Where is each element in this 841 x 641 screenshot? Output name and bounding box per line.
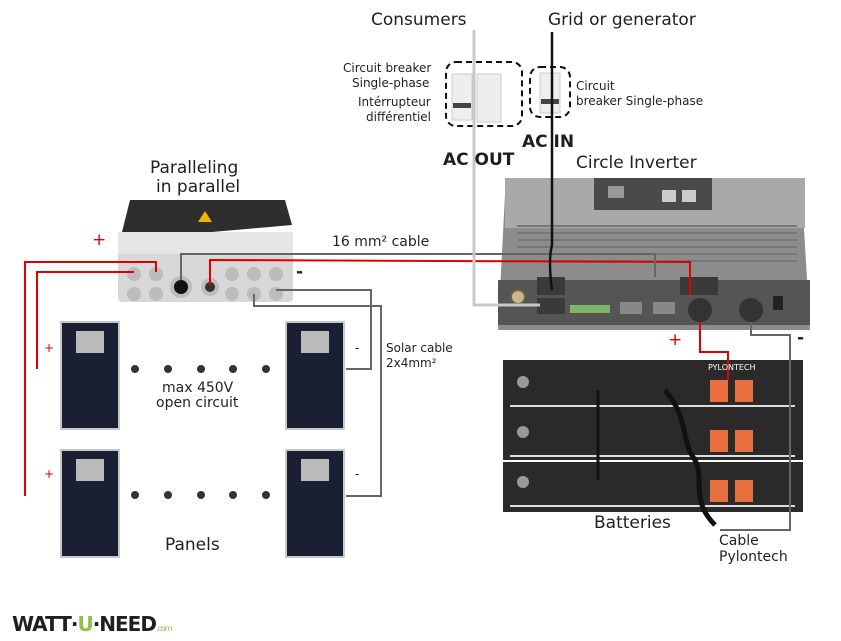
battery-plus: + — [668, 330, 683, 350]
panel-minus-2: - — [355, 467, 360, 481]
pylon-label-2: Pylontech — [719, 549, 788, 565]
panel-plus-2: + — [44, 467, 55, 481]
breaker-in-label-1: Circuit — [576, 79, 615, 93]
plus-sign: + — [92, 230, 107, 250]
breakers — [445, 61, 571, 127]
junction-box — [118, 200, 293, 302]
inverter-label: Circle Inverter — [576, 153, 697, 173]
panel-plus-1: + — [44, 341, 55, 355]
logo-part2: U — [77, 612, 93, 636]
batteries-label: Batteries — [594, 513, 671, 533]
battery-minus: - — [797, 328, 805, 348]
ac-in-label: AC IN — [522, 132, 575, 152]
cable16-label: 16 mm² cable — [332, 234, 430, 250]
logo-part3: ·NEED — [92, 612, 157, 636]
max-v-label-2: open circuit — [156, 395, 239, 411]
solar-cable-label-1: Solar cable — [386, 341, 453, 355]
logo: WATT·U·NEED.com — [12, 612, 173, 636]
battery-brand: PYLONTECH — [708, 363, 756, 372]
panels-label: Panels — [165, 535, 220, 555]
logo-suffix: .com — [155, 624, 173, 633]
max-v-label-1: max 450V — [162, 380, 234, 396]
solar-cable-label-2: 2x4mm² — [386, 356, 437, 370]
solar-panels — [60, 321, 345, 558]
battery-stack — [503, 360, 803, 527]
panel-minus-1: - — [355, 341, 360, 355]
rcd-label-2: différentiel — [366, 110, 432, 124]
ac-out-label: AC OUT — [443, 150, 515, 170]
pylon-label-1: Cable — [719, 533, 759, 549]
minus-sign: - — [296, 262, 304, 282]
logo-part1: WATT· — [12, 612, 78, 636]
rcd-label-1: Intérrupteur — [358, 95, 431, 109]
breaker-in-label-2: breaker Single-phase — [576, 94, 704, 108]
breaker-out-label-1: Circuit breaker — [343, 61, 432, 75]
grid-label: Grid or generator — [548, 10, 696, 30]
paralleling-label-1: Paralleling — [150, 158, 239, 178]
wires — [24, 30, 791, 531]
consumers-label: Consumers — [371, 10, 467, 30]
paralleling-label-2: in parallel — [156, 177, 241, 197]
breaker-out-label-2: Single-phase — [352, 76, 430, 90]
